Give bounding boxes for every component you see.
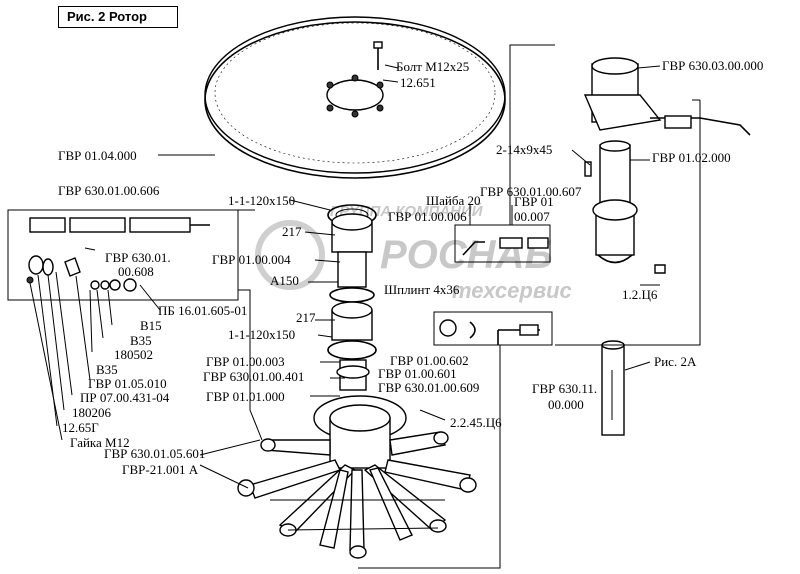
label-180502: 180502 <box>114 347 153 362</box>
label-gvr-01-003: ГВР 01.00.003 <box>206 354 285 369</box>
label-gvr-01-007-b: 00.007 <box>514 209 550 224</box>
label-gvr-01-006: ГВР 01.00.006 <box>388 209 467 224</box>
upper-housing-part <box>583 57 751 136</box>
rotor-hub-part <box>237 395 477 559</box>
label-b15: В15 <box>140 318 162 333</box>
label-washer-20: Шайба 20 <box>426 193 480 208</box>
label-gvr-630-01-a: ГВР 630.01. <box>105 250 171 265</box>
label-gvr-01-05-010: ГВР 01.05.010 <box>88 376 167 391</box>
label-gvr-630-601: ГВР 630.01.05.601 <box>104 446 205 461</box>
frame-lines <box>238 44 701 569</box>
label-ring-top: 1-1-120х150 <box>228 193 295 208</box>
label-gvr-630-401: ГВР 630.01.00.401 <box>203 369 304 384</box>
label-gvr-01-01-000: ГВР 01.01.000 <box>206 389 285 404</box>
label-1-2-c6: 1.2.Ц6 <box>622 287 658 302</box>
disc-part <box>204 16 506 179</box>
leader-lines <box>29 64 661 489</box>
label-ring-mid: 1-1-120х150 <box>228 327 295 342</box>
figure-title: Рис. 2 Ротор <box>58 6 178 28</box>
shaft-2a-part <box>601 340 625 436</box>
label-180206: 180206 <box>72 405 112 420</box>
shaft-stack-part <box>327 204 377 391</box>
sleeve-part <box>584 140 666 274</box>
label-pb: ПБ 16.01.605-01 <box>158 303 247 318</box>
label-12651: 12.651 <box>400 75 436 90</box>
label-bolt: Болт М12х25 <box>396 59 469 74</box>
label-gvr-01-601: ГВР 01.00.601 <box>378 366 457 381</box>
label-gvr-630-11-a: ГВР 630.11. <box>532 381 597 396</box>
label-217-b: 217 <box>296 310 316 325</box>
label-b35-a: В35 <box>130 333 152 348</box>
label-217-a: 217 <box>282 224 302 239</box>
label-nut-m12: Гайка М12 <box>70 435 130 450</box>
label-pin-2-14: 2-14х9х45 <box>496 142 552 157</box>
label-gvr-630-11-b: 00.000 <box>548 397 584 412</box>
label-gvr-630-607: ГВР 630.01.00.607 <box>480 184 582 199</box>
label-gvr-01-007-a: ГВР 01 <box>514 194 554 209</box>
watermark-bottom: техсервис <box>452 278 572 303</box>
label-gvr-630-609: ГВР 630.01.00.609 <box>378 380 479 395</box>
label-gvr-01-004: ГВР 01.00.004 <box>212 252 291 267</box>
label-gvr-630-606: ГВР 630.01.00.606 <box>58 183 160 198</box>
label-gvr-630-03: ГВР 630.03.00.000 <box>662 58 763 73</box>
label-gvr-21-001: ГВР-21.001 А <box>122 462 199 477</box>
label-2-2-45: 2.2.45.Ц6 <box>450 415 502 430</box>
label-pr-07: ПР 07.00.431-04 <box>80 390 170 405</box>
label-gvr-01-04: ГВР 01.04.000 <box>58 148 137 163</box>
left-inset-part <box>7 209 239 301</box>
label-12-65g: 12.65Г <box>62 420 99 435</box>
label-gvr-01-02: ГВР 01.02.000 <box>652 150 731 165</box>
bolt-inset-part <box>433 311 553 346</box>
washer-inset-part <box>454 224 551 263</box>
label-gvr-630-01-b: 00.608 <box>118 264 154 279</box>
watermark: ГРУППА КОМПАНИЙ РОСНАБ техсервис <box>255 202 572 303</box>
label-cotter: Шплинт 4х36 <box>384 282 460 297</box>
watermark-brand: РОСНАБ <box>380 233 553 277</box>
part-labels: Болт М12х25 12.651 ГВР 630.03.00.000 ГВР… <box>58 58 763 477</box>
label-b35-b: В35 <box>96 362 118 377</box>
label-gvr-01-602: ГВР 01.00.602 <box>390 353 469 368</box>
label-ris-2a: Рис. 2А <box>654 354 697 369</box>
label-a150: А150 <box>270 273 299 288</box>
